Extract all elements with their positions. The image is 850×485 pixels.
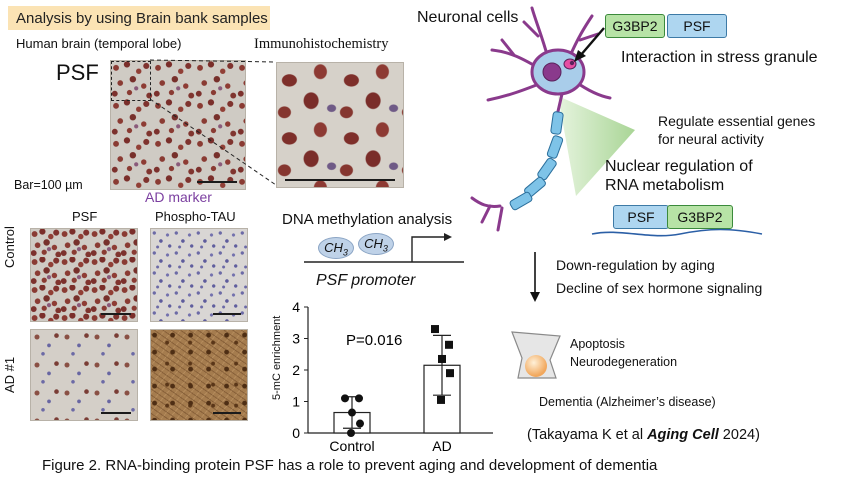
ch3-bubble-b: CH3 <box>358 233 394 255</box>
data-point <box>355 394 363 403</box>
citation: (Takayama K et al Aging Cell 2024) <box>527 427 760 443</box>
figure-caption: Figure 2. RNA-binding protein PSF has a … <box>42 457 658 474</box>
data-point <box>437 395 445 404</box>
pill-g3bp2-top: G3BP2 <box>605 14 665 38</box>
scale-bar <box>101 313 131 315</box>
grid-row-control: Control <box>2 208 18 268</box>
y-tick-label: 2 <box>292 362 300 378</box>
pill-g3bp2-bottom: G3BP2 <box>667 205 733 229</box>
scale-bar <box>101 412 131 414</box>
y-tick-label: 4 <box>292 299 300 315</box>
data-point <box>438 354 446 363</box>
promoter-label: PSF promoter <box>316 272 416 289</box>
ad-ptau-micrograph <box>150 329 248 421</box>
aging-line2: Decline of sex hormone signaling <box>556 280 763 296</box>
psf-title: PSF <box>56 60 99 85</box>
grid-col-psf: PSF <box>72 209 98 224</box>
control-psf-micrograph <box>30 228 138 322</box>
data-point <box>431 325 439 334</box>
scale-bar <box>213 313 241 315</box>
grid-row-control-text: Control <box>2 226 17 268</box>
header-title: Analysis by using Brain bank samples <box>16 10 268 27</box>
neuron-illustration <box>470 6 635 232</box>
apoptotic-cell-icon <box>511 331 561 379</box>
data-point <box>446 369 454 378</box>
ihc-label: Immunohistochemistry <box>254 36 389 52</box>
psf-micrograph <box>110 60 246 190</box>
data-point <box>356 419 364 428</box>
aging-line1: Down-regulation by aging <box>556 257 715 273</box>
header-banner <box>8 6 270 30</box>
pill-psf-top: PSF <box>667 14 727 38</box>
data-point <box>348 408 356 417</box>
y-tick-label: 0 <box>292 425 300 441</box>
zoom-region <box>111 61 151 101</box>
x-tick-label: AD <box>432 438 451 454</box>
down-arrow <box>530 252 540 302</box>
dementia-label: Dementia (Alzheimer’s disease) <box>539 395 716 409</box>
control-ptau-micrograph <box>150 228 248 322</box>
grid-row-ad: AD #1 <box>2 333 18 393</box>
promoter-diagram <box>304 233 464 263</box>
neuron-title: Neuronal cells <box>417 9 519 26</box>
zoom-micrograph <box>276 62 404 188</box>
regulate-line2: for neural activity <box>658 131 764 147</box>
p-value-annotation: P=0.016 <box>346 332 402 349</box>
data-point <box>445 340 453 349</box>
nuclear-line2: RNA metabolism <box>605 177 725 194</box>
nuclear-line1: Nuclear regulation of <box>605 158 753 175</box>
methylation-title: DNA methylation analysis <box>282 211 453 228</box>
grid-col-ptau: Phospho-TAU <box>155 209 236 224</box>
brain-label: Human brain (temporal lobe) <box>16 36 182 51</box>
ad-psf-micrograph <box>30 329 138 421</box>
data-point <box>347 429 355 437</box>
ch3-bubble-a: CH3 <box>318 237 354 259</box>
scale-bar <box>213 412 241 414</box>
neurodegeneration-label: Neurodegeneration <box>570 355 678 369</box>
pill-psf-bottom: PSF <box>613 205 669 229</box>
bar-label: Bar=100 µm <box>14 178 83 192</box>
zoom-scale-bar <box>285 179 395 181</box>
x-tick-label: Control <box>329 438 374 454</box>
data-point <box>341 394 349 403</box>
apoptosis-label: Apoptosis <box>570 337 625 351</box>
y-tick-label: 1 <box>292 394 300 410</box>
grid-row-ad-text: AD #1 <box>2 356 17 393</box>
scale-bar <box>197 181 237 183</box>
regulate-line1: Regulate essential genes <box>658 113 816 129</box>
regulation-triangle <box>558 96 635 196</box>
rna-strand <box>591 228 763 237</box>
interaction-label: Interaction in stress granule <box>621 49 818 66</box>
y-tick-label: 3 <box>292 331 300 347</box>
ad-marker-label: AD marker <box>145 189 212 205</box>
